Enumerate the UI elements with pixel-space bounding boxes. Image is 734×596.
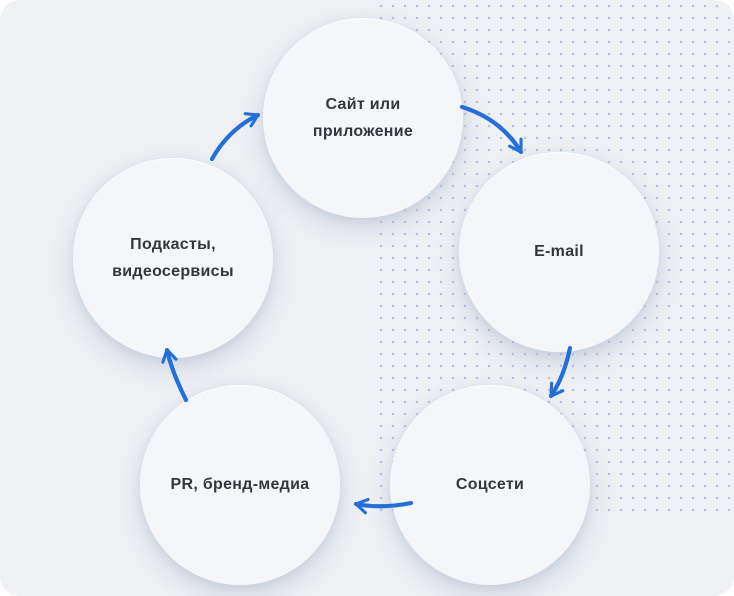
node-pr-brand-media: PR, бренд-медиа (140, 385, 340, 585)
node-social-networks: Соцсети (390, 385, 590, 585)
node-podcasts-line2: видеосервисы (112, 263, 234, 280)
node-podcasts-video: Подкасты, видеосервисы (73, 158, 273, 358)
node-podcasts-line1: Подкасты, (130, 235, 216, 253)
node-email: E-mail (459, 152, 659, 352)
node-site-or-app: Сайт или приложение (263, 18, 463, 218)
node-pr-brand-media-label: PR, бренд-медиа (170, 476, 310, 494)
node-email-label: E-mail (534, 243, 584, 261)
node-social-networks-label: Соцсети (455, 476, 525, 494)
node-podcasts-video-label: Подкасты, видеосервисы (98, 231, 248, 285)
node-site-or-app-label: Сайт или приложение (312, 95, 414, 140)
arrow-podcasts-to-site-icon (209, 112, 261, 162)
